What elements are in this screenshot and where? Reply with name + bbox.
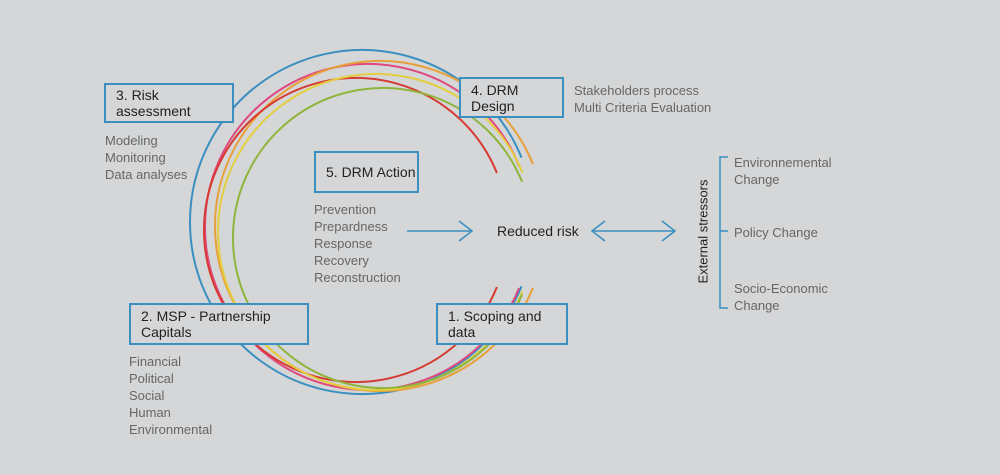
scoping-box: 1. Scoping and data [436,303,568,345]
stressor-line: Change [734,298,780,313]
arrows [407,220,677,242]
list-item: Prevention [314,202,377,217]
list-item: Multi Criteria Evaluation [574,100,712,115]
drm-action-list: Prevention Prepardness Response Recovery… [314,201,401,286]
list-item: Reconstruction [314,270,401,285]
ring-red [203,77,498,383]
action-to-risk-arrowhead [458,220,474,242]
cycle-rings [189,49,534,395]
stressor-environmental: Environnemental Change [734,154,832,188]
stressor-line: Change [734,172,780,187]
list-item: Data analyses [105,167,188,182]
list-item: Financial [129,354,182,369]
msp-list: Financial Political Social Human Environ… [129,353,212,438]
ring-pink [204,63,521,391]
list-item: Political [129,371,174,386]
list-item: Monitoring [105,150,166,165]
drm-design-list: Stakeholders process Multi Criteria Eval… [574,82,711,116]
bracket-line [719,156,728,309]
scoping-label: 1. Scoping and data [448,308,542,340]
list-item: Environmental [129,422,213,437]
external-stressors-title: External stressors [695,179,711,284]
ring-orange [214,60,534,392]
msp-box: 2. MSP - Partnership Capitals [129,303,309,345]
list-item: Social [129,388,165,403]
stressor-line: Socio-Economic [734,281,828,296]
stressor-line: Policy Change [734,225,818,240]
list-item: Response [314,236,373,251]
risk-assessment-list: Modeling Monitoring Data analyses [105,132,187,183]
drm-design-box: 4. DRM Design [459,77,564,118]
stressor-line: Environnemental [734,155,832,170]
bidirectional-arrowhead-left [590,220,606,242]
list-item: Stakeholders process [574,83,700,98]
ring-green [232,87,524,389]
msp-label: 2. MSP - Partnership Capitals [141,308,271,340]
list-item: Modeling [105,133,158,148]
stressor-policy: Policy Change [734,224,818,241]
list-item: Recovery [314,253,369,268]
reduced-risk-label: Reduced risk [497,223,579,239]
drm-action-label: 5. DRM Action [326,164,416,180]
bidirectional-arrowhead-right [661,220,677,242]
list-item: Human [129,405,171,420]
drm-action-box: 5. DRM Action [314,151,419,193]
drm-design-label: 4. DRM Design [471,81,519,114]
stressors-bracket [719,156,728,309]
list-item: Prepardness [314,219,388,234]
risk-assessment-label: 3. Risk assessment [116,87,191,119]
stressor-socio-economic: Socio-Economic Change [734,280,828,314]
risk-assessment-box: 3. Risk assessment [104,83,234,123]
